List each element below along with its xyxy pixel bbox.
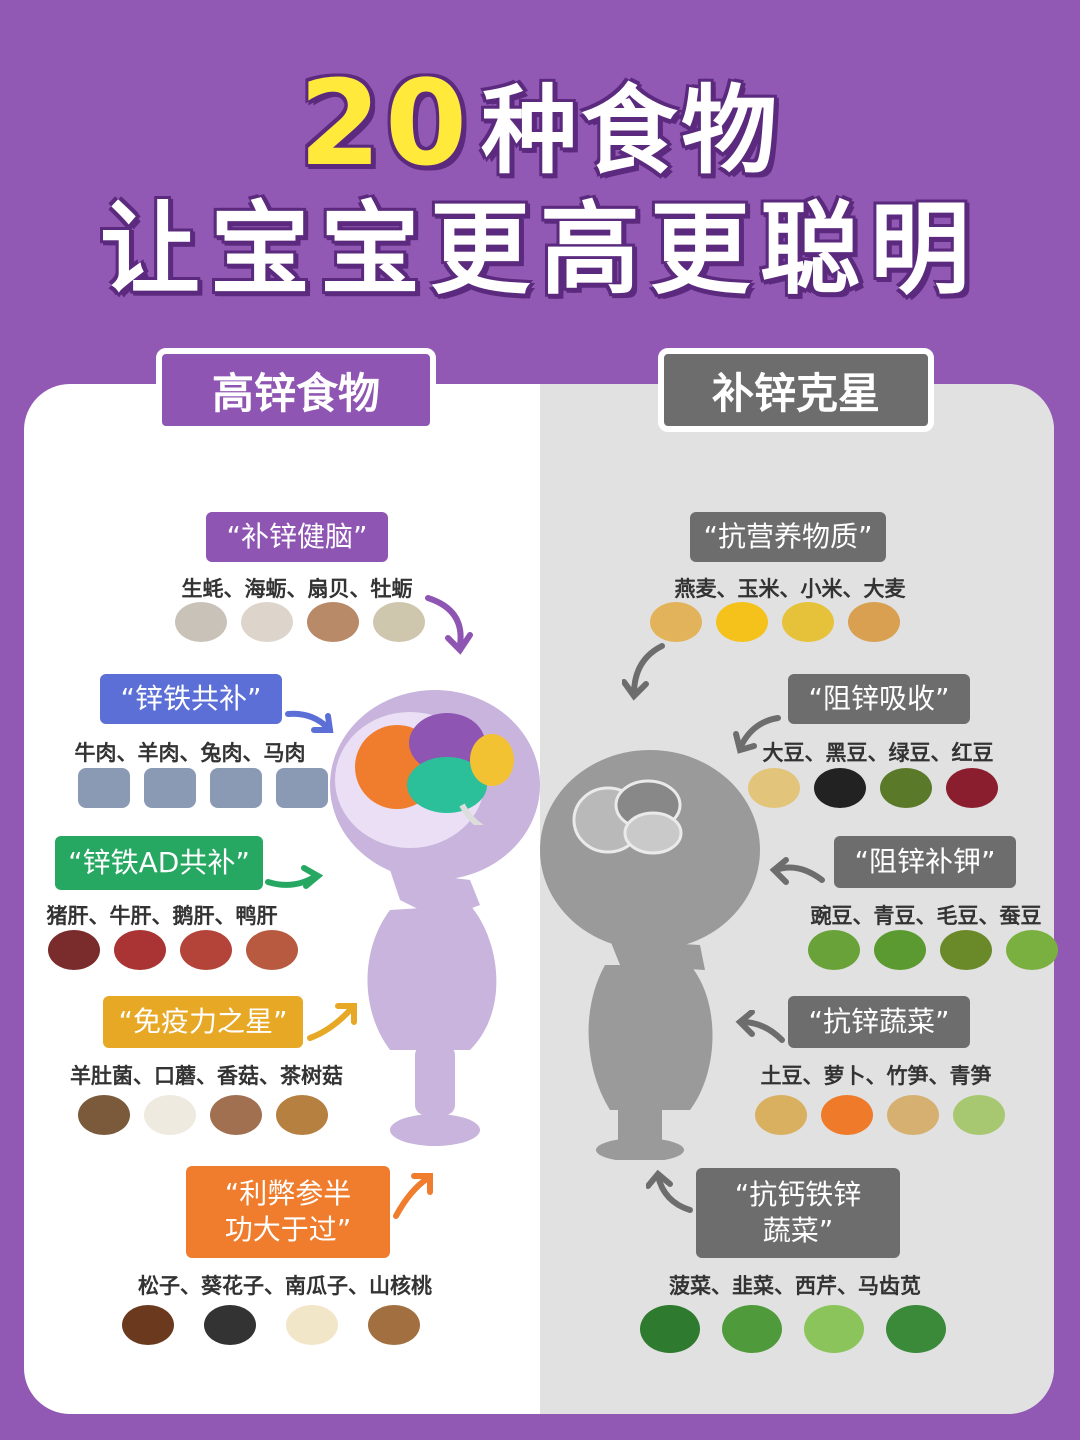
title-line-1-text: 种食物	[481, 75, 782, 187]
grain-icons	[650, 602, 900, 642]
foods-peas: 豌豆、青豆、毛豆、蚕豆	[810, 904, 1042, 928]
foods-meat: 牛肉、羊肉、兔肉、马肉	[74, 741, 306, 765]
corn-icon	[716, 602, 768, 642]
oat-icon	[650, 602, 702, 642]
beef-liver-icon	[114, 930, 166, 970]
pork-liver-icon	[48, 930, 100, 970]
pine-nut-icon	[122, 1305, 174, 1345]
millet-icon	[782, 602, 834, 642]
pea-icons	[808, 930, 1058, 970]
foods-beans: 大豆、黑豆、绿豆、红豆	[762, 741, 994, 765]
arrow-purple-icon	[425, 595, 473, 655]
purslane-icon	[886, 1305, 946, 1353]
celery-icon	[804, 1305, 864, 1353]
arrow-gray-1-icon	[622, 643, 665, 701]
badge-pros-cons: “利弊参半 功大于过”	[186, 1166, 390, 1258]
arrow-yellow-icon	[307, 1003, 357, 1041]
badge-block-zinc: “阻锌吸收”	[788, 674, 970, 724]
badge-zinc-brain: “补锌健脑”	[206, 512, 388, 562]
carrot-icon	[821, 1095, 873, 1135]
lettuce-stem-icon	[953, 1095, 1005, 1135]
broad-bean-icon	[1006, 930, 1058, 970]
animal-icons	[78, 768, 328, 808]
arrow-orange-icon	[393, 1173, 433, 1219]
badge-anti-calcium-iron-zinc: “抗钙铁锌 蔬菜”	[696, 1168, 900, 1258]
foods-roots: 土豆、萝卜、竹笋、青笋	[760, 1064, 992, 1088]
bamboo-shoot-icon	[887, 1095, 939, 1135]
red-bean-icon	[946, 768, 998, 808]
oyster-icon	[373, 602, 425, 642]
chives-icon	[722, 1305, 782, 1353]
arrow-gray-3-icon	[769, 857, 825, 885]
badge-zinc-iron-ad: “锌铁AD共补”	[55, 836, 263, 890]
bean-icons	[748, 768, 998, 808]
duck-liver-icon	[246, 930, 298, 970]
badge-immunity-star: “免疫力之星”	[103, 996, 303, 1048]
mushroom-icons	[78, 1095, 328, 1135]
horse-icon	[276, 768, 328, 808]
barley-icon	[848, 602, 900, 642]
foods-greens: 菠菜、韭菜、西芹、马齿苋	[669, 1274, 921, 1298]
scallop-icon	[307, 602, 359, 642]
morel-icon	[78, 1095, 130, 1135]
greens-icons	[640, 1305, 946, 1353]
edamame-icon	[940, 930, 992, 970]
pumpkin-seed-icon	[286, 1305, 338, 1345]
tea-tree-mushroom-icon	[276, 1095, 328, 1135]
sheep-icon	[144, 768, 196, 808]
soybean-icon	[748, 768, 800, 808]
title-line-2: 让宝宝更高更聪明	[100, 191, 980, 308]
tab-high-zinc-foods: 高锌食物	[156, 348, 436, 432]
black-bean-icon	[814, 768, 866, 808]
foods-mushrooms: 羊肚菌、口蘑、香菇、茶树菇	[70, 1064, 343, 1088]
badge-anti-nutrient: “抗营养物质”	[690, 512, 886, 562]
arrow-green-icon	[265, 865, 324, 889]
foods-grains: 燕麦、玉米、小米、大麦	[674, 577, 906, 601]
badge-anti-zinc-veg: “抗锌蔬菜”	[788, 996, 970, 1048]
foods-nuts: 松子、葵花子、南瓜子、山核桃	[138, 1274, 432, 1298]
badge-block-zinc-potassium: “阻锌补钾”	[834, 836, 1016, 888]
green-pea-icon	[874, 930, 926, 970]
rabbit-icon	[210, 768, 262, 808]
arrow-blue-icon	[285, 710, 334, 733]
clam-icon	[241, 602, 293, 642]
shellfish-icons	[175, 602, 425, 642]
pea-icon	[808, 930, 860, 970]
arrow-gray-5-icon	[646, 1169, 693, 1213]
title-number: 20	[298, 54, 472, 192]
brain-gray-icon	[572, 779, 683, 855]
tab-zinc-blockers: 补锌克星	[658, 348, 934, 432]
button-mushroom-icon	[144, 1095, 196, 1135]
cow-icon	[78, 768, 130, 808]
potato-icon	[755, 1095, 807, 1135]
sunflower-seed-icon	[204, 1305, 256, 1345]
spinach-icon	[640, 1305, 700, 1353]
root-veg-icons	[755, 1095, 1005, 1135]
foods-liver: 猪肝、牛肝、鹅肝、鸭肝	[46, 904, 278, 928]
shiitake-icon	[210, 1095, 262, 1135]
arrow-gray-4-icon	[735, 1010, 785, 1043]
pecan-icon	[368, 1305, 420, 1345]
mung-bean-icon	[880, 768, 932, 808]
oyster-icon	[175, 602, 227, 642]
foods-shellfish: 生蚝、海蛎、扇贝、牡蛎	[181, 577, 413, 601]
nut-icons	[122, 1305, 420, 1345]
goose-liver-icon	[180, 930, 232, 970]
badge-zinc-iron: “锌铁共补”	[100, 674, 282, 724]
brain-colorful-icon	[355, 713, 514, 825]
arrow-gray-2-icon	[733, 715, 781, 754]
liver-icons	[48, 930, 298, 970]
